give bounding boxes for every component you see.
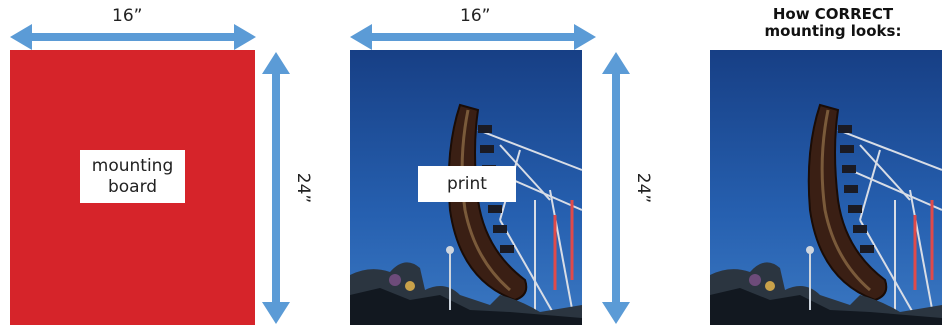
width-label-2: 16” [460, 6, 490, 26]
height-arrow-1 [262, 52, 290, 324]
caption-line2: mounting looks: [728, 23, 938, 40]
height-label-1: 24” [293, 168, 313, 208]
print-label: print [418, 166, 516, 202]
correct-mounting-photo [710, 50, 942, 325]
mounting-board-label-line2: board [108, 177, 157, 198]
mounting-board-label: mounting board [80, 150, 185, 203]
caption-line1: How CORRECT [728, 6, 938, 23]
height-arrow-2 [602, 52, 630, 324]
height-label-2: 24” [633, 168, 653, 208]
width-label-1: 16” [112, 6, 142, 26]
width-arrow-2 [350, 24, 596, 50]
correct-mounting-caption: How CORRECT mounting looks: [728, 6, 938, 40]
width-arrow-1 [10, 24, 256, 50]
mounting-board-label-line1: mounting [92, 156, 173, 177]
